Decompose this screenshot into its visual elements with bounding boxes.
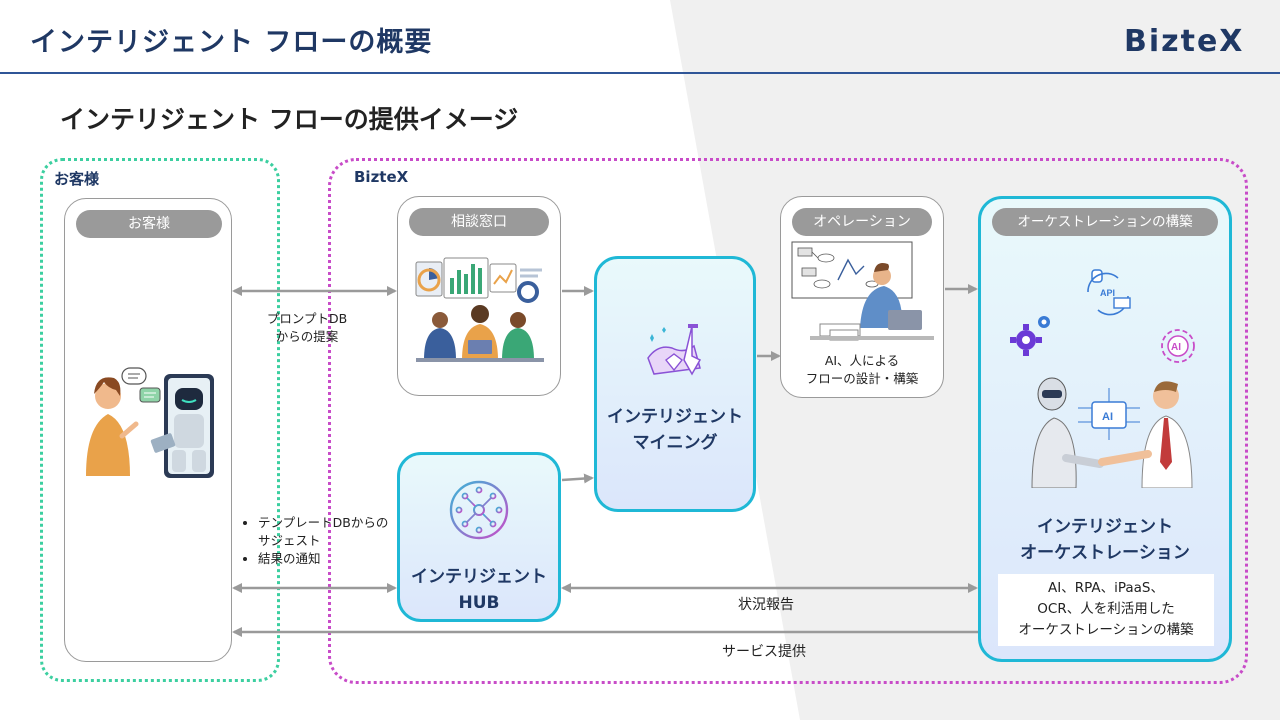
mining-title-2: マイニング (632, 433, 718, 453)
svg-text:AI: AI (1102, 411, 1113, 423)
service-label: サービス提供 (722, 644, 806, 660)
orchestration-title-1: インテリジェント (1037, 517, 1173, 537)
customer-chatbot-illustration (86, 367, 214, 478)
orchestration-desc-3: オーケストレーションの構築 (1018, 622, 1194, 638)
hub-title-1: インテリジェント (411, 567, 547, 587)
team-meeting-illustration (415, 257, 544, 362)
orchestration-desc-2: OCR、人を利活用した (1037, 601, 1175, 617)
prompt-label-1: プロンプトDB (266, 311, 348, 326)
orchestration-pill: オーケストレーションの構築 (992, 208, 1218, 236)
orchestration-title-2: オーケストレーション (1020, 543, 1190, 563)
intelligent-mining-card (594, 256, 756, 512)
prompt-label-2: からの提案 (275, 329, 339, 344)
designer-illustration (791, 241, 934, 341)
status-report-label: 状況報告 (738, 597, 794, 613)
orchestration-desc-1: AI、RPA、iPaaS、 (1047, 580, 1164, 596)
operation-caption-1: AI、人による (824, 353, 900, 368)
hub-network-icon (449, 480, 509, 540)
biztex-region-label: BizteX (354, 168, 409, 186)
operation-pill: オペレーション (792, 208, 932, 236)
biztex-region (328, 158, 1248, 684)
gear-icon (1010, 316, 1050, 356)
mining-icon (647, 324, 702, 376)
header-divider (0, 72, 1280, 74)
operation-caption-2: フローの設計・構築 (805, 371, 919, 386)
orchestration-description: AI、RPA、iPaaS、 OCR、人を利活用した オーケストレーションの構築 (998, 574, 1214, 646)
page-title: インテリジェント フローの概要 (30, 27, 433, 58)
note-notify: 結果の通知 (258, 550, 400, 568)
svg-text:API: API (1100, 288, 1115, 298)
api-icon: API (1087, 269, 1131, 316)
hub-title-2: HUB (458, 593, 500, 613)
customer-region-label: お客様 (54, 170, 100, 188)
brand-logo: BizteX (1124, 24, 1245, 59)
customer-pill: お客様 (76, 210, 222, 238)
automation-icons: API AI (1010, 269, 1195, 363)
arrow-hub-mining (561, 473, 594, 484)
customer-region (40, 158, 280, 682)
robot-human-handshake-illustration: AI (1031, 377, 1193, 488)
ai-chip-icon: AI (1161, 329, 1195, 363)
mining-title-1: インテリジェント (607, 407, 743, 427)
svg-text:AI: AI (1171, 342, 1181, 353)
consult-pill: 相談窓口 (409, 208, 549, 236)
section-subtitle: インテリジェント フローの提供イメージ (60, 105, 519, 134)
